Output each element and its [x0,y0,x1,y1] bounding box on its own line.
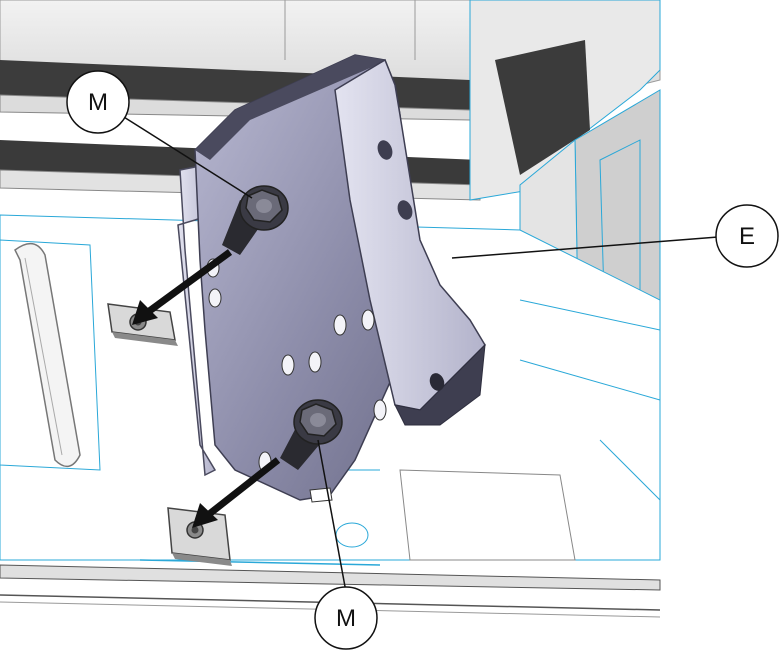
mounting-bracket [177,54,486,548]
bottom-rail [0,564,661,591]
callout-label-top-left: M [88,89,108,116]
callout-bottom: M [314,586,378,650]
bolt-upper [222,185,289,255]
leader-line-bottom [317,439,347,593]
bolt-lower [280,399,343,470]
slot [14,242,81,468]
callout-top-left: M [66,70,130,134]
callout-right: E [715,204,779,268]
leader-line-right [451,236,719,259]
bracket-top-lip [195,55,385,160]
arrow-lower [192,457,281,528]
leader-line-top-left [115,111,253,199]
callout-label-right: E [739,223,755,250]
arrow-upper [132,249,233,325]
callout-label-bottom: M [336,605,356,632]
